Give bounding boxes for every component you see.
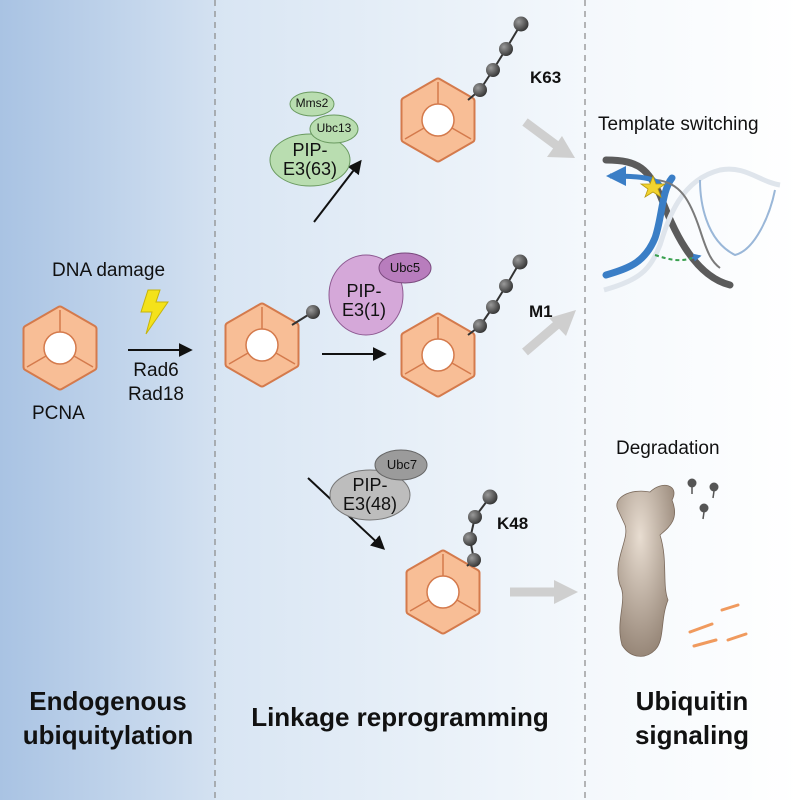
degradation-label: Degradation [616, 438, 720, 459]
enzyme-pip-e3-48 [329, 469, 411, 521]
pcna-ring-k63 [405, 82, 471, 158]
rad18-label: Rad18 [128, 384, 184, 405]
left-panel-background [0, 0, 215, 800]
enzyme-mms2 [289, 91, 335, 117]
pip-e3-1-line2: E3(1) [341, 300, 386, 320]
right-panel-background [585, 0, 800, 800]
pip-e3-48-line2: E3(48) [342, 494, 398, 514]
proteasome-degradation-illustration [616, 478, 748, 657]
ubiquitin-chain-m1 [467, 254, 528, 336]
template-switching-label: Template switching [598, 114, 759, 135]
mms2-label: Mms2 [295, 96, 329, 110]
pip-e3-1-label: PIP- E3(1) [332, 282, 396, 320]
enzyme-ubc7 [374, 449, 428, 481]
template-switching-illustration [602, 156, 781, 293]
arrow-k48-to-degradation [510, 580, 578, 604]
arrow-to-k63 [313, 159, 362, 223]
panel-title-ubiquitin-signaling: Ubiquitin signaling [635, 684, 749, 752]
ubc13-label: Ubc13 [316, 121, 352, 135]
panel-title-left-line2: ubiquitylation [22, 720, 194, 750]
pcna-ring-m1 [405, 317, 471, 393]
ubc5-label: Ubc5 [389, 260, 421, 275]
panel-title-right-line1: Ubiquitin [635, 686, 749, 716]
enzyme-ubc13 [309, 114, 359, 144]
middle-panel-background [215, 0, 585, 800]
rad6-label: Rad6 [133, 360, 179, 381]
dna-damage-label: DNA damage [52, 260, 166, 281]
panel-title-linkage-reprogramming: Linkage reprogramming [251, 702, 549, 732]
k48-label: K48 [497, 514, 529, 533]
pcna-label: PCNA [32, 403, 85, 424]
enzyme-pip-e3-63 [269, 133, 351, 187]
lightning-icon [140, 289, 169, 335]
ubc7-label: Ubc7 [386, 457, 418, 472]
arrow-k63-to-template-switching [522, 118, 575, 158]
pip-e3-63-line2: E3(63) [282, 159, 338, 179]
pcna-ring-monoubiquitylated [229, 307, 295, 383]
pip-e3-48-label: PIP- E3(48) [332, 476, 408, 514]
pip-e3-63-label: PIP- E3(63) [272, 141, 348, 179]
enzyme-ubc5 [378, 252, 432, 284]
pip-e3-63-line1: PIP- [292, 140, 328, 160]
pip-e3-1-line1: PIP- [346, 281, 382, 301]
panel-title-left-line1: Endogenous [29, 686, 187, 716]
arrow-m1-to-template-switching [522, 310, 576, 356]
m1-label: M1 [529, 302, 553, 321]
panel-title-right-line2: signaling [634, 720, 750, 750]
pcna-ring-unmodified [27, 310, 93, 386]
panel-title-endogenous-ubiquitylation: Endogenous ubiquitylation [23, 684, 193, 752]
ubiquitin-mono [306, 305, 320, 319]
ubiquitin-chain-k48 [463, 489, 498, 567]
k63-label: K63 [530, 68, 562, 87]
pip-e3-48-line1: PIP- [352, 475, 388, 495]
pcna-ring-k48 [410, 554, 476, 630]
ubiquitin-chain-k63 [467, 16, 529, 101]
